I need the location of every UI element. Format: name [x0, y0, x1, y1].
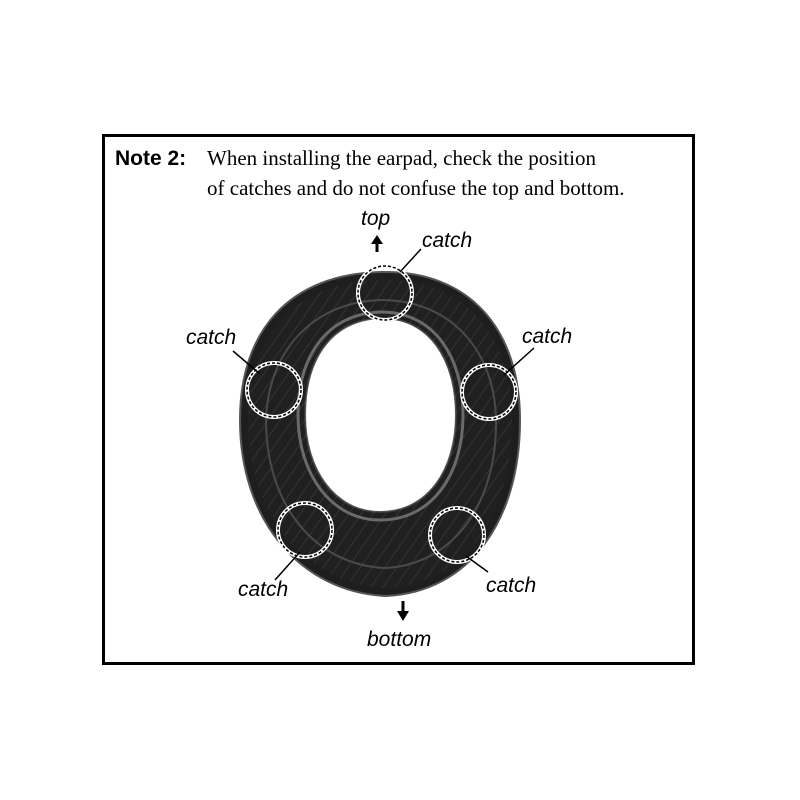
- label-catch-bottom-right: catch: [486, 574, 537, 597]
- label-bottom: bottom: [367, 628, 432, 651]
- label-catch-bottom-left: catch: [238, 578, 289, 601]
- leader-line-left: [232, 350, 261, 375]
- leader-line-bottom-left: [274, 551, 301, 581]
- note-frame: [102, 134, 695, 665]
- label-top: top: [361, 207, 391, 230]
- catch-circle-right: [460, 363, 518, 421]
- earpad-inner-rim: [296, 310, 465, 522]
- note-label: Note 2:: [115, 147, 187, 170]
- catch-circle-left: [245, 361, 303, 419]
- label-catch-top: catch: [422, 229, 473, 252]
- label-catch-right: catch: [522, 325, 573, 348]
- note-text-line-1: When installing the earpad, check the po…: [207, 146, 596, 170]
- catch-circle-bottom-left: [276, 501, 334, 559]
- catch-circle-bottom-right: [428, 506, 486, 564]
- leader-line-top: [399, 248, 422, 273]
- leader-line-right: [503, 347, 535, 376]
- label-catch-left: catch: [186, 326, 237, 349]
- leader-line-bottom-right: [465, 555, 489, 573]
- arrow-down-icon: [397, 601, 409, 621]
- arrow-up-icon: [371, 235, 383, 252]
- catch-circle-top: [356, 264, 414, 322]
- note-text-line-2: of catches and do not confuse the top an…: [207, 176, 625, 200]
